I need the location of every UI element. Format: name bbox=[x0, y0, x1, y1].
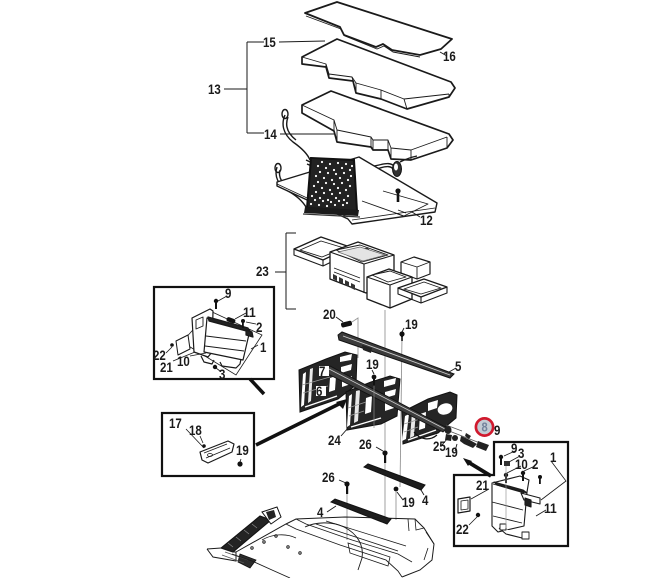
svg-text:10: 10 bbox=[515, 456, 528, 472]
svg-text:11: 11 bbox=[544, 500, 557, 516]
svg-text:1: 1 bbox=[550, 449, 557, 465]
svg-text:21: 21 bbox=[160, 359, 173, 375]
svg-text:26: 26 bbox=[359, 436, 372, 452]
svg-text:15: 15 bbox=[263, 34, 276, 50]
svg-text:22: 22 bbox=[153, 347, 166, 363]
svg-text:24: 24 bbox=[328, 432, 341, 448]
svg-text:8: 8 bbox=[482, 421, 488, 435]
svg-text:20: 20 bbox=[323, 306, 336, 322]
svg-text:9: 9 bbox=[511, 440, 518, 456]
svg-text:23: 23 bbox=[256, 263, 269, 279]
svg-text:19: 19 bbox=[445, 444, 458, 460]
svg-text:19: 19 bbox=[405, 316, 418, 332]
svg-text:12: 12 bbox=[420, 212, 433, 228]
svg-text:3: 3 bbox=[219, 366, 226, 382]
svg-text:5: 5 bbox=[455, 358, 462, 374]
svg-text:17: 17 bbox=[169, 415, 182, 431]
svg-text:16: 16 bbox=[443, 48, 456, 64]
svg-text:9: 9 bbox=[494, 422, 501, 438]
svg-text:10: 10 bbox=[177, 353, 190, 369]
svg-text:21: 21 bbox=[476, 477, 489, 493]
svg-text:19: 19 bbox=[402, 494, 415, 510]
svg-text:19: 19 bbox=[366, 356, 379, 372]
svg-text:1: 1 bbox=[260, 339, 267, 355]
svg-text:18: 18 bbox=[189, 422, 202, 438]
svg-text:2: 2 bbox=[532, 456, 539, 472]
svg-text:13: 13 bbox=[208, 81, 221, 97]
svg-text:19: 19 bbox=[236, 442, 249, 458]
svg-text:14: 14 bbox=[264, 126, 277, 142]
svg-text:25: 25 bbox=[433, 438, 446, 454]
svg-text:7: 7 bbox=[319, 363, 326, 379]
svg-text:11: 11 bbox=[243, 304, 256, 320]
svg-text:4: 4 bbox=[422, 492, 429, 508]
svg-text:9: 9 bbox=[225, 285, 232, 301]
svg-text:22: 22 bbox=[456, 521, 469, 537]
svg-text:2: 2 bbox=[256, 319, 263, 335]
svg-text:26: 26 bbox=[322, 469, 335, 485]
svg-text:4: 4 bbox=[317, 504, 324, 520]
svg-text:3: 3 bbox=[518, 445, 525, 461]
svg-text:6: 6 bbox=[316, 383, 323, 399]
